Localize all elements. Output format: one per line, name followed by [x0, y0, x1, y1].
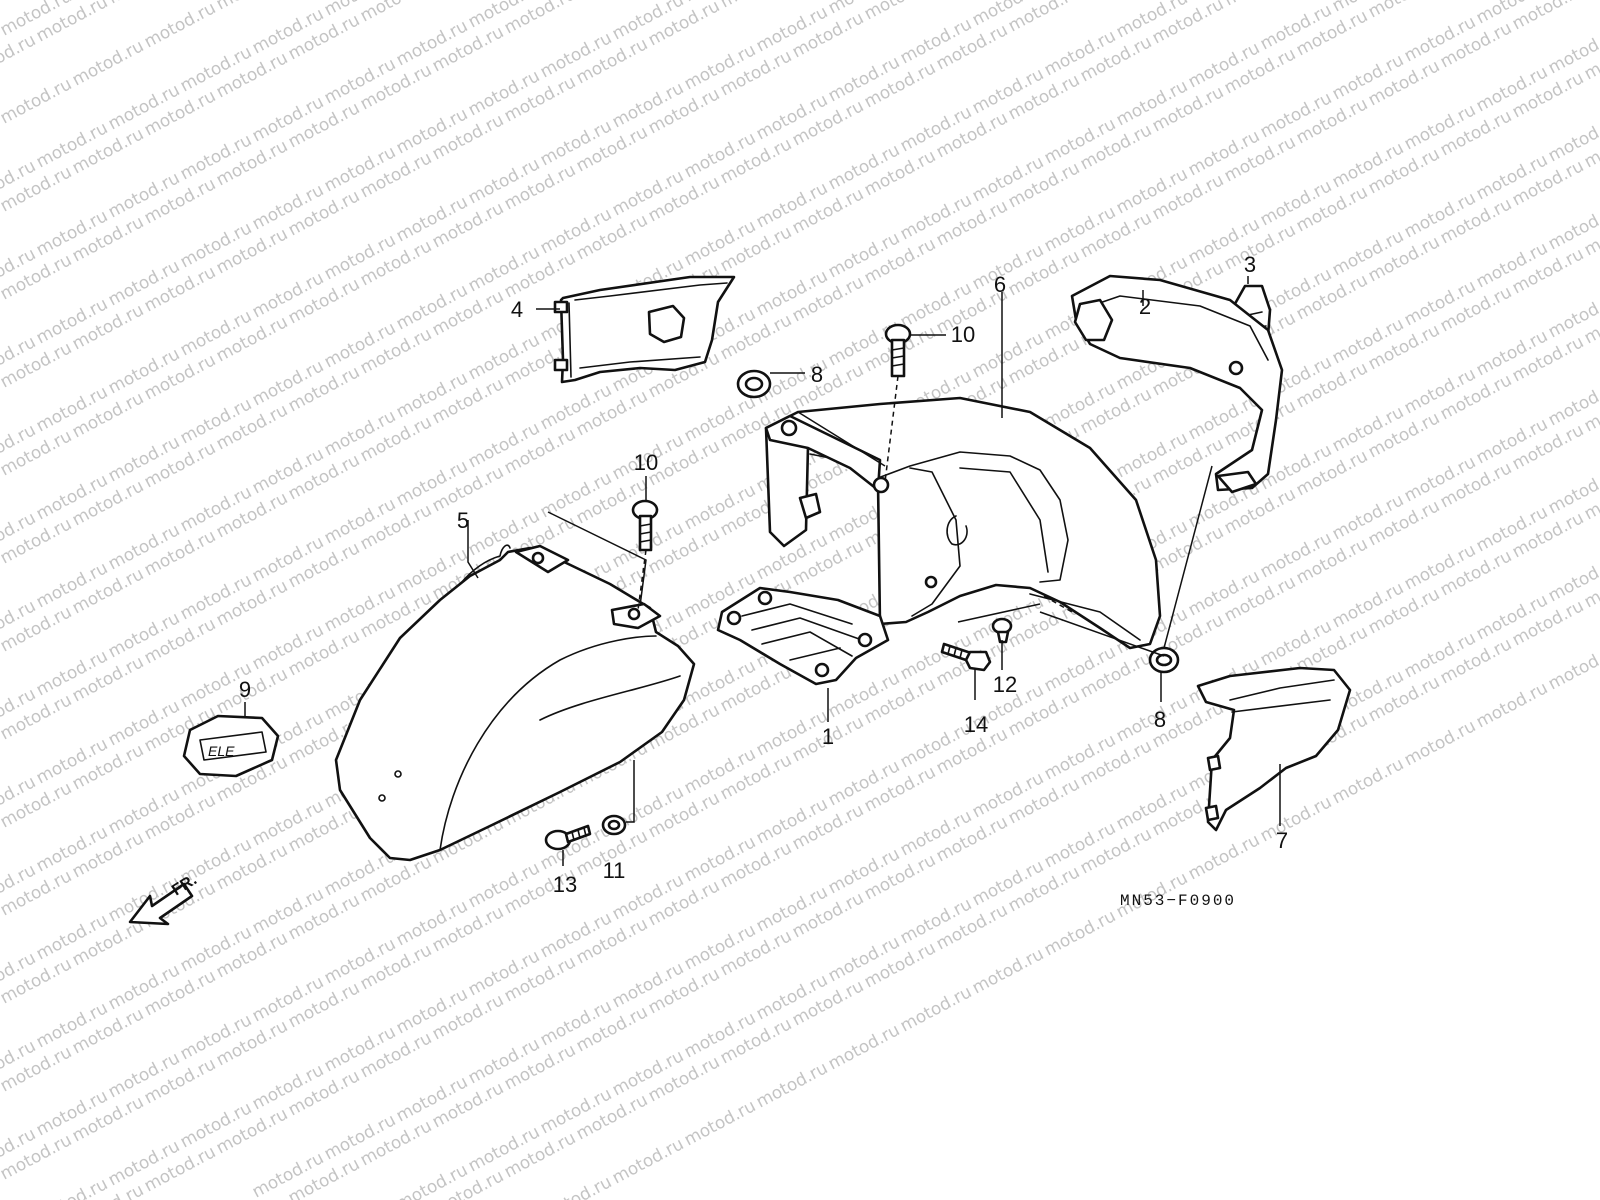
- watermark-text: motod.ru: [969, 944, 1047, 998]
- part-10-bolt-upper[interactable]: [884, 323, 912, 378]
- part-1-plate[interactable]: [716, 586, 890, 686]
- watermark-text: motod.ru: [609, 1134, 687, 1188]
- callouts: 1 2 3 4 5 6 7 8 8 9 10 10 11 12 13 14: [239, 252, 1288, 897]
- callout-14: 14: [964, 712, 988, 737]
- watermark-text: motod.ru: [1221, 0, 1299, 10]
- watermark-text: motod.ru: [141, 0, 219, 52]
- svg-text:ELE: ELE: [208, 743, 235, 759]
- callout-2: 2: [1139, 294, 1151, 319]
- watermark-text: motod.ru: [1041, 906, 1119, 960]
- part-12-screw[interactable]: [991, 617, 1013, 644]
- watermark-text: motod.ru: [1473, 678, 1551, 732]
- callout-8-upper: 8: [811, 362, 823, 387]
- watermark-text: motod.ru: [213, 0, 291, 14]
- watermark-text: motod.ru: [0, 74, 75, 128]
- part-8-grommet-upper[interactable]: [736, 369, 772, 399]
- part-6-rear-fender[interactable]: [764, 396, 1162, 650]
- callout-7: 7: [1276, 828, 1288, 853]
- watermark-text: motod.ru: [33, 1174, 111, 1200]
- callout-5: 5: [457, 508, 469, 533]
- watermark-text: motod.ru: [1365, 0, 1443, 22]
- watermark-text: motod.ru: [537, 1172, 615, 1200]
- callout-10-lower: 10: [634, 450, 658, 475]
- watermark-text: motod.ru: [1257, 792, 1335, 846]
- watermark-text: motod.ru: [1185, 830, 1263, 884]
- watermark-text: motod.ru: [1545, 640, 1600, 694]
- callout-10-upper: 10: [951, 322, 975, 347]
- part-9-emblem[interactable]: ELE: [182, 714, 280, 778]
- watermark-text: motod.ru: [1329, 754, 1407, 808]
- callout-11: 11: [603, 858, 626, 883]
- watermark-text: motod.ru: [105, 0, 183, 8]
- callout-3: 3: [1244, 252, 1256, 277]
- callout-1: 1: [822, 724, 834, 749]
- callout-13: 13: [553, 872, 577, 897]
- callout-6: 6: [994, 272, 1006, 297]
- watermark-text: motod.ru: [69, 0, 147, 2]
- watermark-text: motod.ru: [717, 0, 795, 12]
- watermark-text: motod.ru: [69, 36, 147, 90]
- callout-9: 9: [239, 677, 251, 702]
- part-13-bolt[interactable]: [544, 824, 592, 851]
- callout-12: 12: [993, 672, 1017, 697]
- part-8-grommet-lower[interactable]: [1148, 646, 1180, 674]
- leader-lines: [244, 276, 1281, 866]
- part-2-rear-handle[interactable]: [1070, 274, 1284, 494]
- watermark-text: motod.ru: [897, 982, 975, 1036]
- watermark-text: motod.ru: [753, 1058, 831, 1112]
- part-4-inner-panel[interactable]: [553, 275, 736, 384]
- part-14-bolt[interactable]: [940, 642, 992, 672]
- callout-8-lower: 8: [1154, 707, 1166, 732]
- watermark-text: motod.ru: [357, 0, 435, 26]
- watermark-text: motod.ru: [861, 0, 939, 24]
- watermark-text: motod.ru: [825, 1020, 903, 1074]
- part-5-front-fender[interactable]: [334, 544, 696, 862]
- part-7-side-cover[interactable]: [1196, 666, 1352, 832]
- callout-4: 4: [511, 297, 523, 322]
- watermark-text: motod.ru: [681, 1096, 759, 1150]
- part-11-collar[interactable]: [601, 814, 627, 836]
- diagram-code: MN53−F0900: [1120, 892, 1236, 910]
- watermark-text: motod.ru: [1401, 716, 1479, 770]
